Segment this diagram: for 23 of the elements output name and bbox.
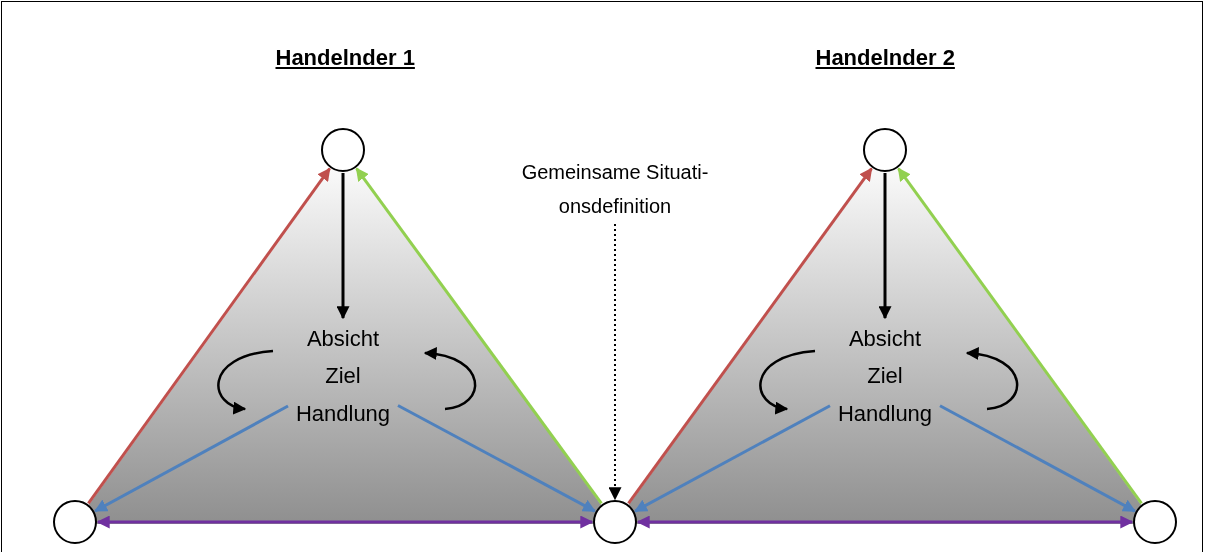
arrow bbox=[627, 167, 873, 505]
circle-node bbox=[53, 500, 97, 544]
circle-node bbox=[321, 128, 365, 172]
arrow bbox=[336, 173, 350, 320]
text-label: Absicht Ziel Handlung bbox=[288, 318, 398, 434]
arrow bbox=[397, 404, 596, 513]
arrow bbox=[87, 167, 331, 505]
arrow bbox=[878, 173, 892, 320]
heading: Handelnder 2 bbox=[815, 45, 955, 71]
arrow bbox=[636, 515, 1134, 529]
arrow bbox=[608, 223, 622, 501]
circle-node bbox=[593, 500, 637, 544]
arrow bbox=[96, 515, 594, 529]
text-label: Absicht Ziel Handlung bbox=[830, 318, 940, 434]
text-label: Gemeinsame Situati- onsdefinition bbox=[480, 154, 750, 224]
arrow bbox=[634, 404, 831, 513]
arrow bbox=[94, 404, 289, 513]
heading: Handelnder 1 bbox=[275, 45, 415, 71]
arrow bbox=[897, 167, 1143, 505]
circle-node bbox=[1133, 500, 1177, 544]
arrow bbox=[939, 404, 1136, 513]
arrow bbox=[355, 167, 603, 505]
circle-node bbox=[863, 128, 907, 172]
